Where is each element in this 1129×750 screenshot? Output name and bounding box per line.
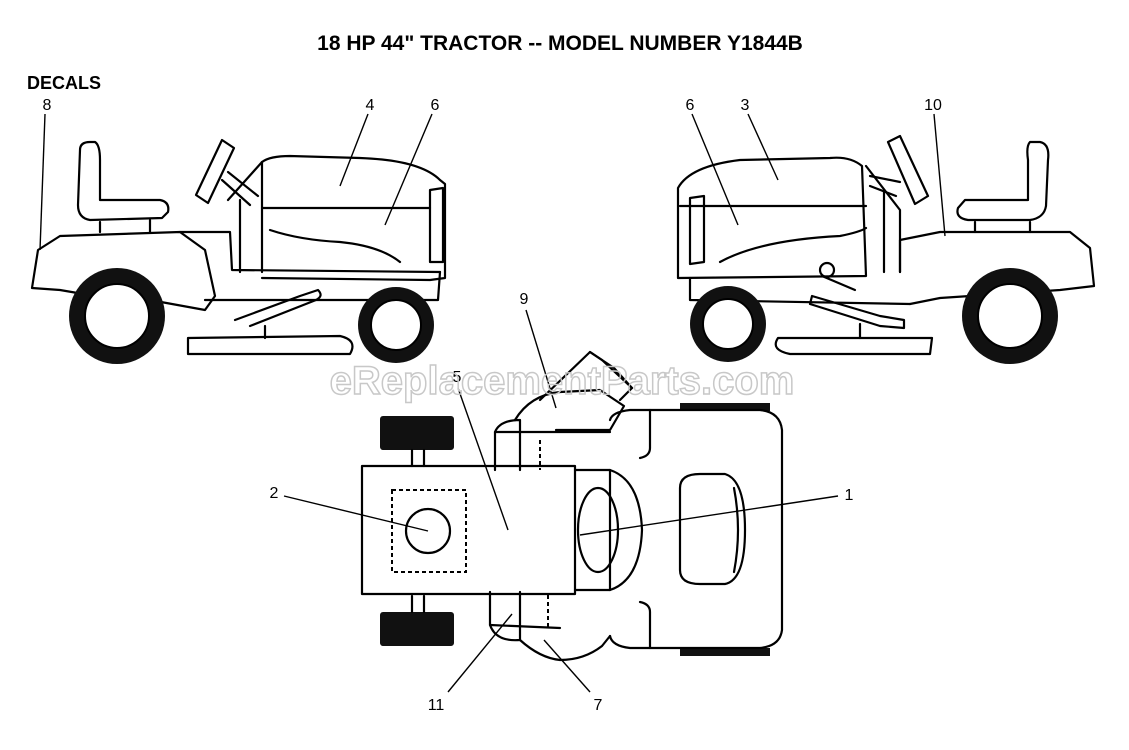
callout-11: 11 bbox=[428, 697, 445, 714]
tractor-left-side-view bbox=[30, 138, 447, 364]
diagram-title: 18 HP 44" TRACTOR -- MODEL NUMBER Y1844B bbox=[317, 32, 803, 55]
callout-6-right: 6 bbox=[686, 97, 695, 114]
section-label: DECALS bbox=[27, 73, 101, 93]
hood-top bbox=[360, 464, 577, 596]
tractor-right-side-view bbox=[676, 134, 1096, 364]
callout-5: 5 bbox=[453, 369, 462, 386]
callout-2: 2 bbox=[270, 485, 279, 502]
callout-10: 10 bbox=[924, 97, 942, 114]
callout-9: 9 bbox=[520, 291, 529, 308]
rear-wheel-top-right bbox=[680, 648, 770, 656]
front-wheel-top-right bbox=[380, 612, 454, 646]
front-wheel-top-left bbox=[380, 416, 454, 450]
callouts: 8 4 6 6 3 10 9 5 2 1 11 7 bbox=[39, 97, 946, 714]
rear-wheel-top-left bbox=[680, 403, 770, 411]
callout-8: 8 bbox=[43, 97, 52, 114]
callout-7: 7 bbox=[594, 697, 603, 714]
watermark: eReplacementParts.com bbox=[330, 359, 795, 403]
callout-1: 1 bbox=[845, 487, 854, 504]
tractor-top-view bbox=[360, 350, 784, 662]
callout-4: 4 bbox=[366, 97, 375, 114]
callout-3: 3 bbox=[741, 97, 750, 114]
callout-6-left: 6 bbox=[431, 97, 440, 114]
